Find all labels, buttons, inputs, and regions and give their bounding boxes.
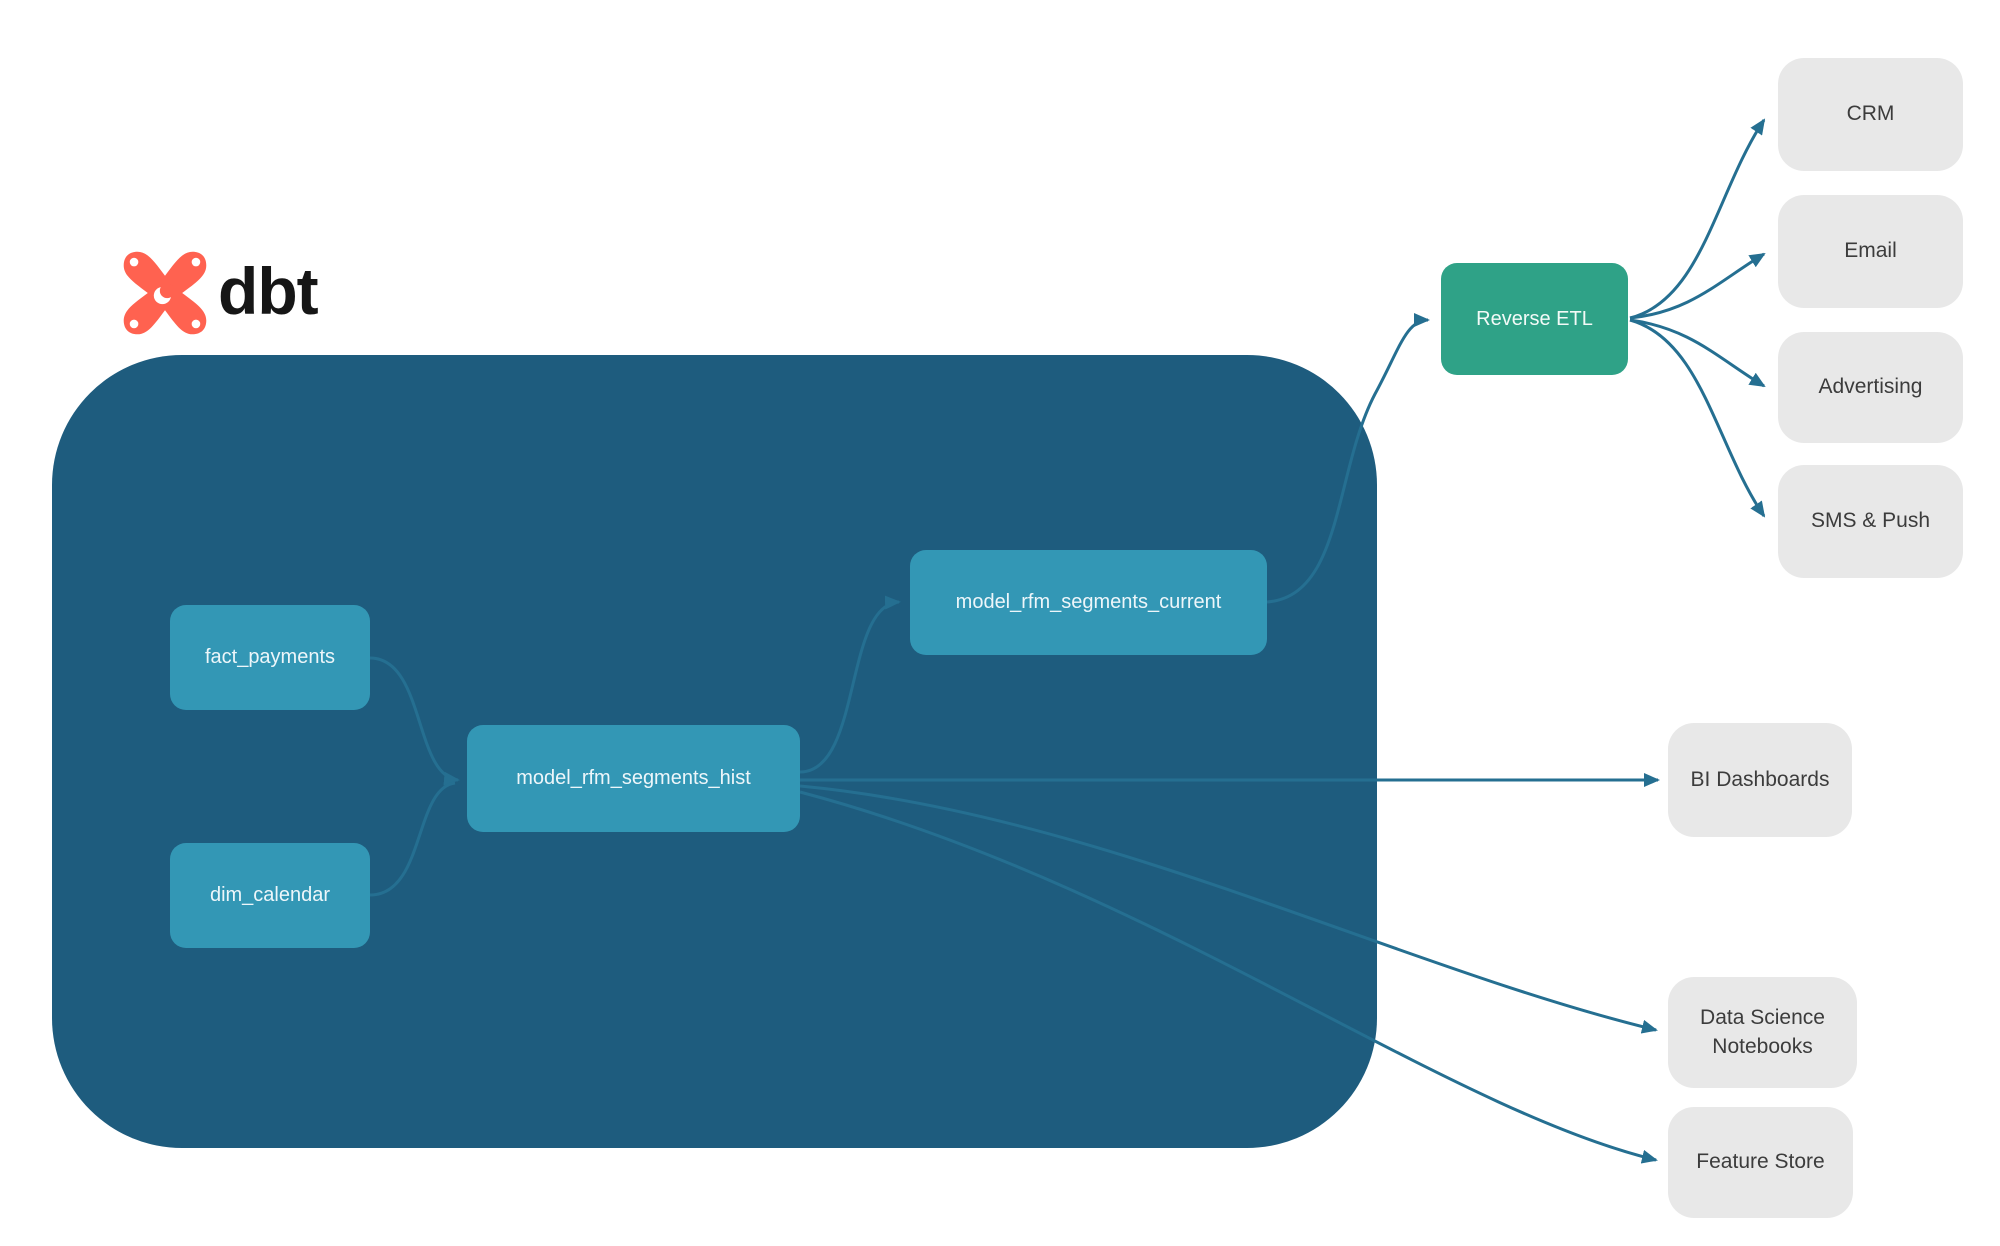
node-fact-payments: fact_payments: [170, 605, 370, 710]
edge-reverseetl-email: [1629, 252, 1766, 320]
node-label: fact_payments: [204, 646, 336, 668]
node-label: Reverse ETL: [1476, 307, 1593, 330]
node-reverse-etl: Reverse ETL: [1441, 263, 1628, 375]
dbt-logo-icon: [123, 251, 207, 335]
node-label: Email: [1844, 239, 1897, 263]
node-label: model_rfm_segments_current: [955, 591, 1222, 613]
node-label: Feature Store: [1696, 1150, 1825, 1174]
node-model-rfm-segments-current: model_rfm_segments_current: [910, 550, 1267, 655]
dbt-wordmark: dbt: [218, 254, 319, 328]
node-label: SMS & Push: [1810, 509, 1931, 533]
edge-reverseetl-smspush: [1629, 318, 1766, 518]
node-label: dim_calendar: [209, 884, 331, 906]
edge-reverseetl-advertising: [1629, 318, 1766, 388]
node-bi-dashboards: BI Dashboards: [1668, 723, 1852, 837]
dbt-logo: dbt: [122, 250, 319, 336]
node-dim-calendar: dim_calendar: [170, 843, 370, 948]
node-label: Advertising: [1818, 375, 1923, 399]
node-label: model_rfm_segments_hist: [516, 767, 751, 789]
node-sms-push: SMS & Push: [1778, 465, 1963, 578]
node-label: CRM: [1846, 102, 1895, 126]
node-advertising: Advertising: [1778, 332, 1963, 443]
node-label: BI Dashboards: [1690, 767, 1830, 791]
node-label: Data Science Notebooks: [1700, 1006, 1825, 1058]
node-data-science-notebooks: Data Science Notebooks: [1668, 977, 1857, 1088]
node-email: Email: [1778, 195, 1963, 308]
edge-reverseetl-crm: [1629, 118, 1766, 320]
node-crm: CRM: [1778, 58, 1963, 171]
node-feature-store: Feature Store: [1668, 1107, 1853, 1218]
node-model-rfm-segments-hist: model_rfm_segments_hist: [467, 725, 800, 832]
